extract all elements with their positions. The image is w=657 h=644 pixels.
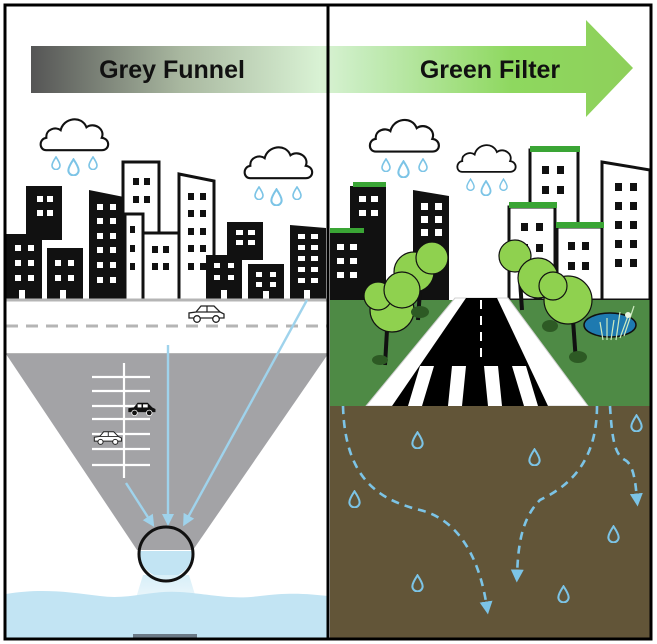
tree-icon: [538, 271, 593, 363]
panel-frames: [3, 3, 653, 641]
waterbody: [6, 590, 328, 638]
banner-arrow: Grey Funnel Green Filter: [31, 20, 633, 117]
tree-icon: [383, 241, 449, 321]
grey-funnel-panel: [6, 6, 328, 638]
pond-icon: [583, 305, 637, 341]
soil: [330, 406, 650, 638]
green-filter-label: Green Filter: [420, 56, 561, 84]
grey-funnel-label: Grey Funnel: [99, 56, 245, 84]
road-with-crosswalk: [364, 297, 589, 407]
trees: [363, 239, 593, 366]
runoff-arrows: [124, 299, 309, 528]
green-filter-panel: [330, 6, 650, 638]
infiltration-arrows: [341, 405, 643, 615]
city-skyline: [6, 160, 326, 302]
